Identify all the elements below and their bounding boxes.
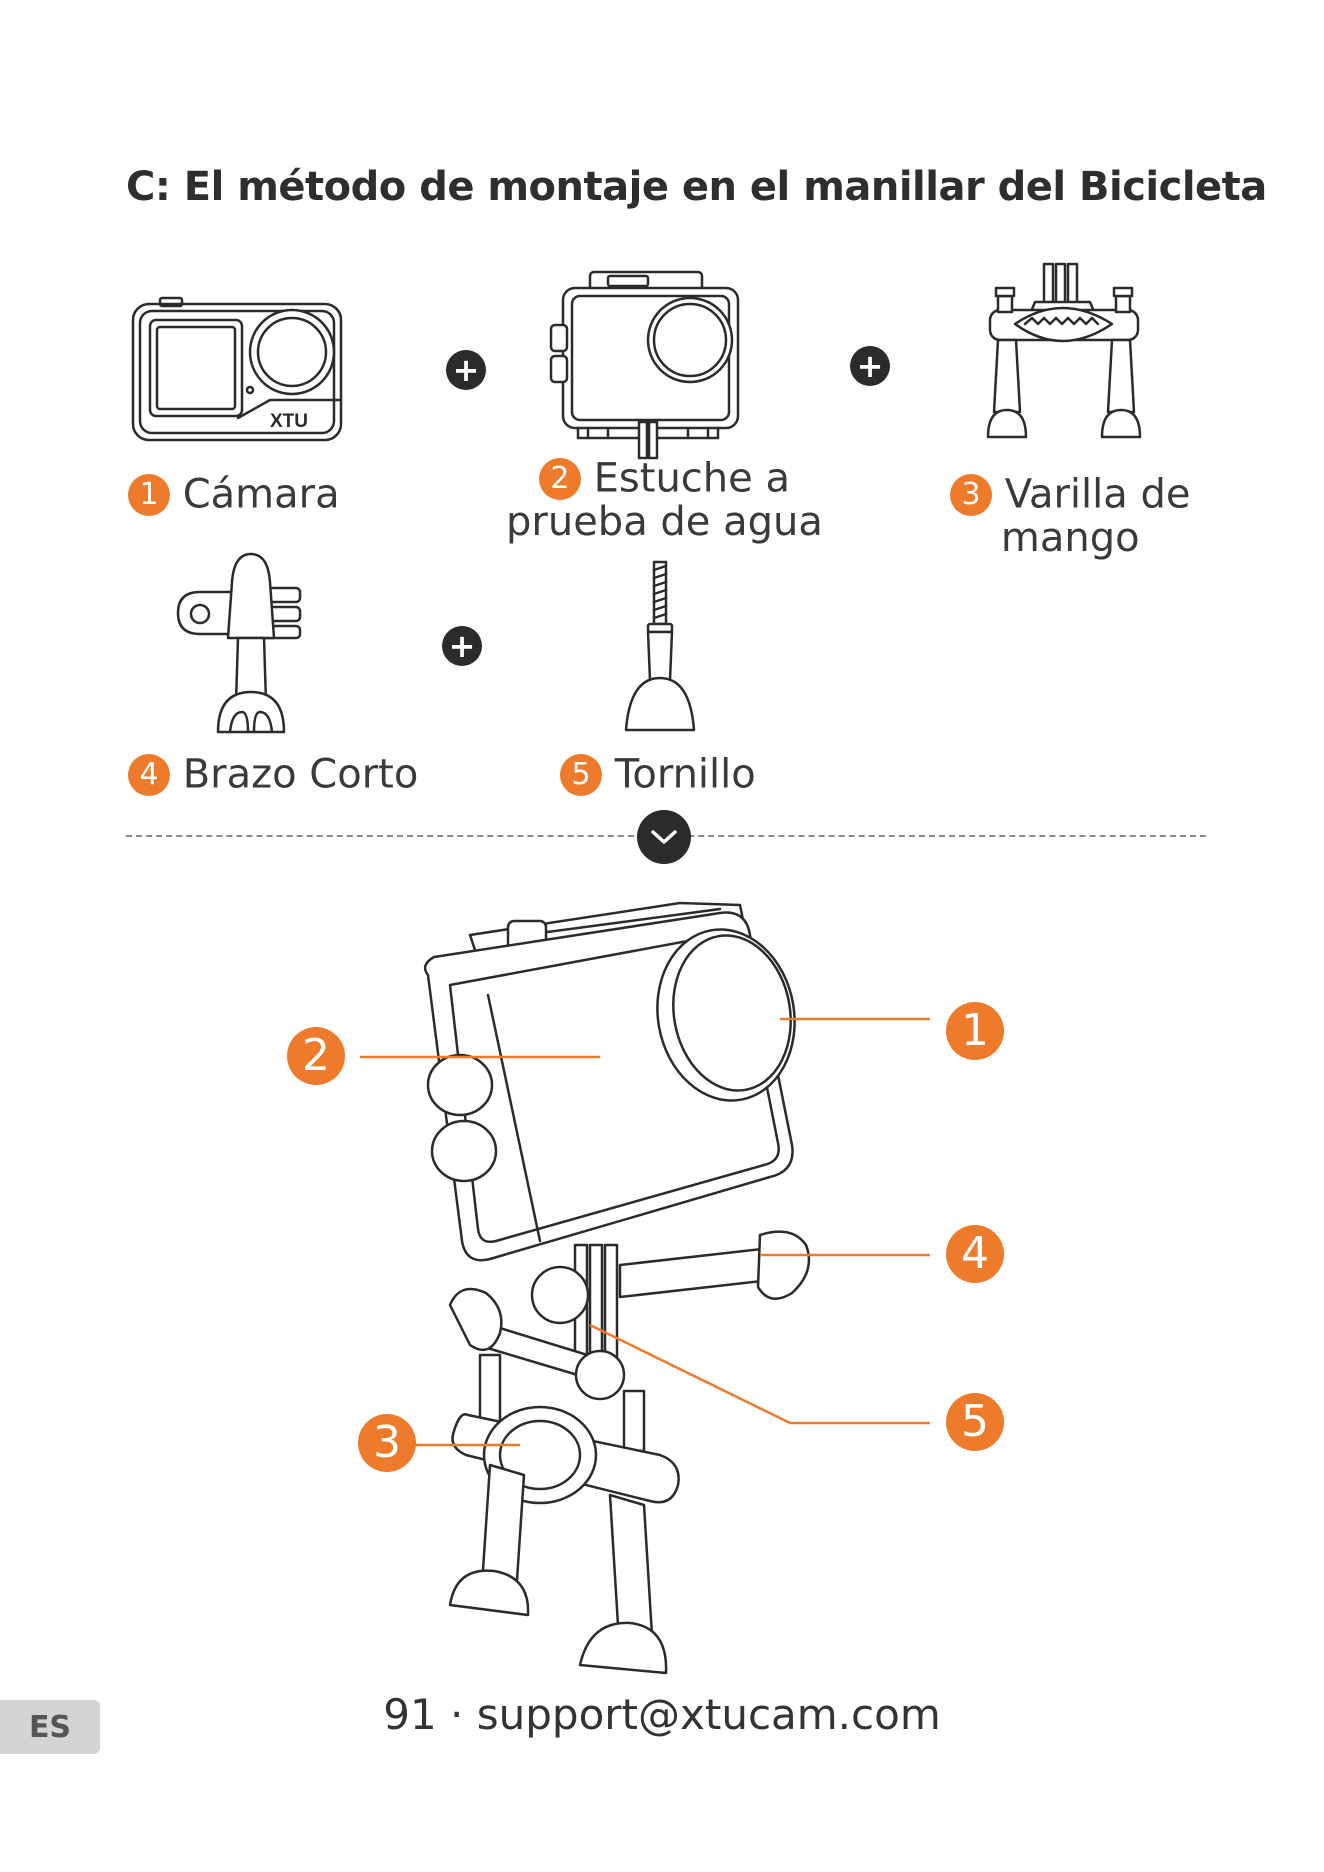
number-badge: 1 xyxy=(128,474,170,516)
plus-icon: + xyxy=(446,350,486,390)
plus-icon: + xyxy=(850,346,890,386)
page-footer: 91 · support@xtucam.com xyxy=(0,1690,1324,1739)
camera-brand-logo: XTU xyxy=(270,411,308,432)
chevron-down-icon xyxy=(637,810,691,864)
number-badge: 5 xyxy=(560,754,602,796)
callout-badge-4: 4 xyxy=(946,1225,1004,1283)
number-badge: 3 xyxy=(950,474,992,516)
part-label-handlebar-mount: 3 Varilla de mango xyxy=(950,472,1191,560)
page-title: C: El método de montaje en el manillar d… xyxy=(126,164,1267,210)
short-arm-illustration xyxy=(170,552,310,736)
number-badge: 2 xyxy=(539,458,581,500)
plus-icon: + xyxy=(442,626,482,666)
camera-illustration: XTU xyxy=(130,290,345,450)
part-label-waterproof-case: 2 Estuche a prueba de agua xyxy=(506,456,823,544)
part-label-screw: 5 Tornillo xyxy=(560,752,756,797)
number-badge: 4 xyxy=(128,754,170,796)
assembled-mount-illustration xyxy=(420,895,880,1675)
callout-badge-5: 5 xyxy=(946,1393,1004,1451)
screw-illustration xyxy=(620,560,700,734)
callout-badge-3: 3 xyxy=(358,1414,416,1472)
callout-badge-2: 2 xyxy=(287,1027,345,1085)
handlebar-mount-illustration xyxy=(980,262,1150,442)
waterproof-case-illustration xyxy=(548,270,748,460)
language-tab: ES xyxy=(0,1700,100,1754)
part-label-camera: 1 Cámara xyxy=(128,472,340,517)
callout-badge-1: 1 xyxy=(946,1002,1004,1060)
part-label-short-arm: 4 Brazo Corto xyxy=(128,752,418,797)
